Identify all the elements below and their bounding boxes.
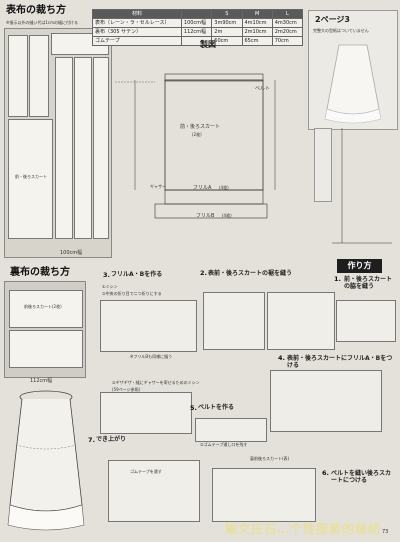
step-3-diagram: [100, 300, 197, 352]
frill-a-label: フリルA: [193, 185, 212, 191]
page-ref-box: 2ページ3 完整大の型紙はついていません: [308, 10, 398, 130]
drafting-diagram: [115, 73, 276, 219]
cell: 3m90cm: [211, 18, 243, 28]
step-1-num: 1.: [334, 275, 341, 283]
drafting-title: 製図: [200, 40, 216, 49]
watermark: 瑜文庄石…个性服装的缝纫: [225, 522, 382, 536]
pattern-piece-back-skirt: 前後ろスカート(2枚): [9, 290, 83, 328]
th-l: L: [271, 9, 304, 19]
front-cutting-title: 表布の裁ち方: [6, 5, 66, 16]
cell: 2m: [211, 27, 243, 37]
step-6-diagram: [212, 468, 316, 522]
step-5-title: ベルトを作る: [198, 404, 235, 411]
front-skirt-label: 前・後ろスカート: [15, 174, 47, 179]
cell: 100cm幅: [180, 18, 213, 28]
size-column: [314, 128, 332, 202]
front-layout-note: ※指示以外の縫い代は1cmの幅に付ける: [6, 20, 78, 25]
step-4-num: 4.: [278, 354, 285, 362]
step-5-num: 5.: [190, 404, 197, 412]
step-3-note-c: ②中央の折り目で二つ折りにする: [102, 291, 162, 296]
page-ref-note: 完整大の型紙はついていません: [313, 28, 369, 33]
cell: 裏布（305 サテン）: [92, 27, 182, 37]
right-dimension-area: [332, 128, 396, 248]
step-3-diagram-2: [100, 392, 192, 434]
step-5-diagram: [195, 418, 267, 442]
step-1-diagram: [336, 300, 396, 342]
step-6-title: ベルトを縫い後ろスカートにつける: [331, 470, 392, 484]
belt-label: ベルト: [255, 86, 271, 92]
cell: 65cm: [241, 36, 273, 46]
cell: 2m10cm: [241, 27, 273, 37]
step-2-diagram-left: [203, 292, 265, 350]
cell: 70cm: [271, 36, 304, 46]
cell: 4m10cm: [241, 18, 273, 28]
step-1-title: 前・後ろスカートの脇を縫う: [344, 276, 393, 290]
step-2-title: 表前・後ろスカートの裾を縫う: [208, 270, 293, 277]
back-fabric-layout: 前後ろスカート(2枚): [4, 281, 86, 378]
pattern-piece-front-skirt: 前・後ろスカート: [8, 119, 53, 239]
frill-b-label: フリルB: [196, 213, 215, 219]
frill-a-count: (4枚): [219, 185, 229, 190]
pattern-piece: [29, 35, 49, 117]
drafting-front-skirt-count: (2枚): [192, 132, 202, 137]
cell: 4m30cm: [271, 18, 304, 28]
front-fabric-layout: 前・後ろスカート: [4, 28, 112, 258]
th-m: M: [241, 9, 273, 19]
materials-table: 材料 S M L 表布（レーン・ラ・セルレース） 100cm幅 3m90cm 4…: [92, 9, 304, 46]
finished-skirt-illustration: [7, 390, 85, 531]
step-3-note-f: (59ページ参照): [112, 387, 141, 392]
back-skirt-label: 前後ろスカート(2枚): [24, 304, 62, 309]
step-7-title: でき上がり: [96, 436, 127, 443]
step-6-num: 6.: [322, 469, 329, 477]
step-7-diagram: [108, 460, 200, 522]
th-s: S: [211, 9, 243, 19]
step-3-note-d: ※フリルBも同様に縫う: [130, 354, 173, 359]
page-ref-title: 2ページ3: [315, 15, 350, 24]
skirt-photo-illustration: [324, 44, 382, 124]
back-cutting-title: 裏布の裁ち方: [10, 267, 70, 278]
step-2-diagram-right: [267, 292, 335, 350]
step-7-note: ゴムテープを通す: [130, 469, 162, 474]
page-number: 73: [382, 529, 389, 535]
cell: 2m20cm: [271, 27, 304, 37]
cell: 112cm幅: [180, 27, 213, 37]
th-material: 材料: [92, 9, 182, 19]
pattern-piece: [8, 35, 28, 117]
front-width-label: 100cm幅: [60, 250, 83, 256]
step-3-note-e: ②ギザギザ・縫にギャザーを寄せるためのミシン: [112, 380, 200, 385]
step-4-title: 表前・後ろスカートにフリルA・Bをつける: [287, 355, 393, 369]
cell: ゴムテープ: [92, 36, 182, 46]
step-5-note-c: ②ゴムテープ通し口を残す: [200, 442, 248, 447]
cell: 60cm: [211, 36, 243, 46]
how-to-make-bar: 作り方: [337, 259, 382, 273]
step-2-num: 2.: [200, 269, 207, 277]
gather-label: ギャザー: [150, 184, 166, 189]
step-6-note-a: 裏前後ろスカート(表): [250, 456, 290, 461]
pattern-piece-back-skirt: [9, 330, 83, 368]
step-4-diagram: [270, 370, 382, 432]
pattern-piece-frill: [55, 57, 73, 239]
frill-b-count: (4枚): [222, 213, 232, 218]
step-3-title: フリルA・Bを作る: [111, 271, 163, 278]
cell: [180, 36, 213, 46]
cell: 表布（レーン・ラ・セルレース）: [92, 18, 182, 28]
back-width-label: 112cm幅: [30, 378, 53, 384]
pattern-piece-frill: [74, 57, 92, 239]
step-3-note-a: ①ミシン: [102, 284, 118, 289]
step-3-num: 3.: [103, 271, 110, 279]
step-7-num: 7.: [88, 436, 95, 444]
drafting-front-skirt-label: 前・後ろスカート: [180, 124, 221, 130]
pattern-piece-frill: [93, 57, 109, 239]
